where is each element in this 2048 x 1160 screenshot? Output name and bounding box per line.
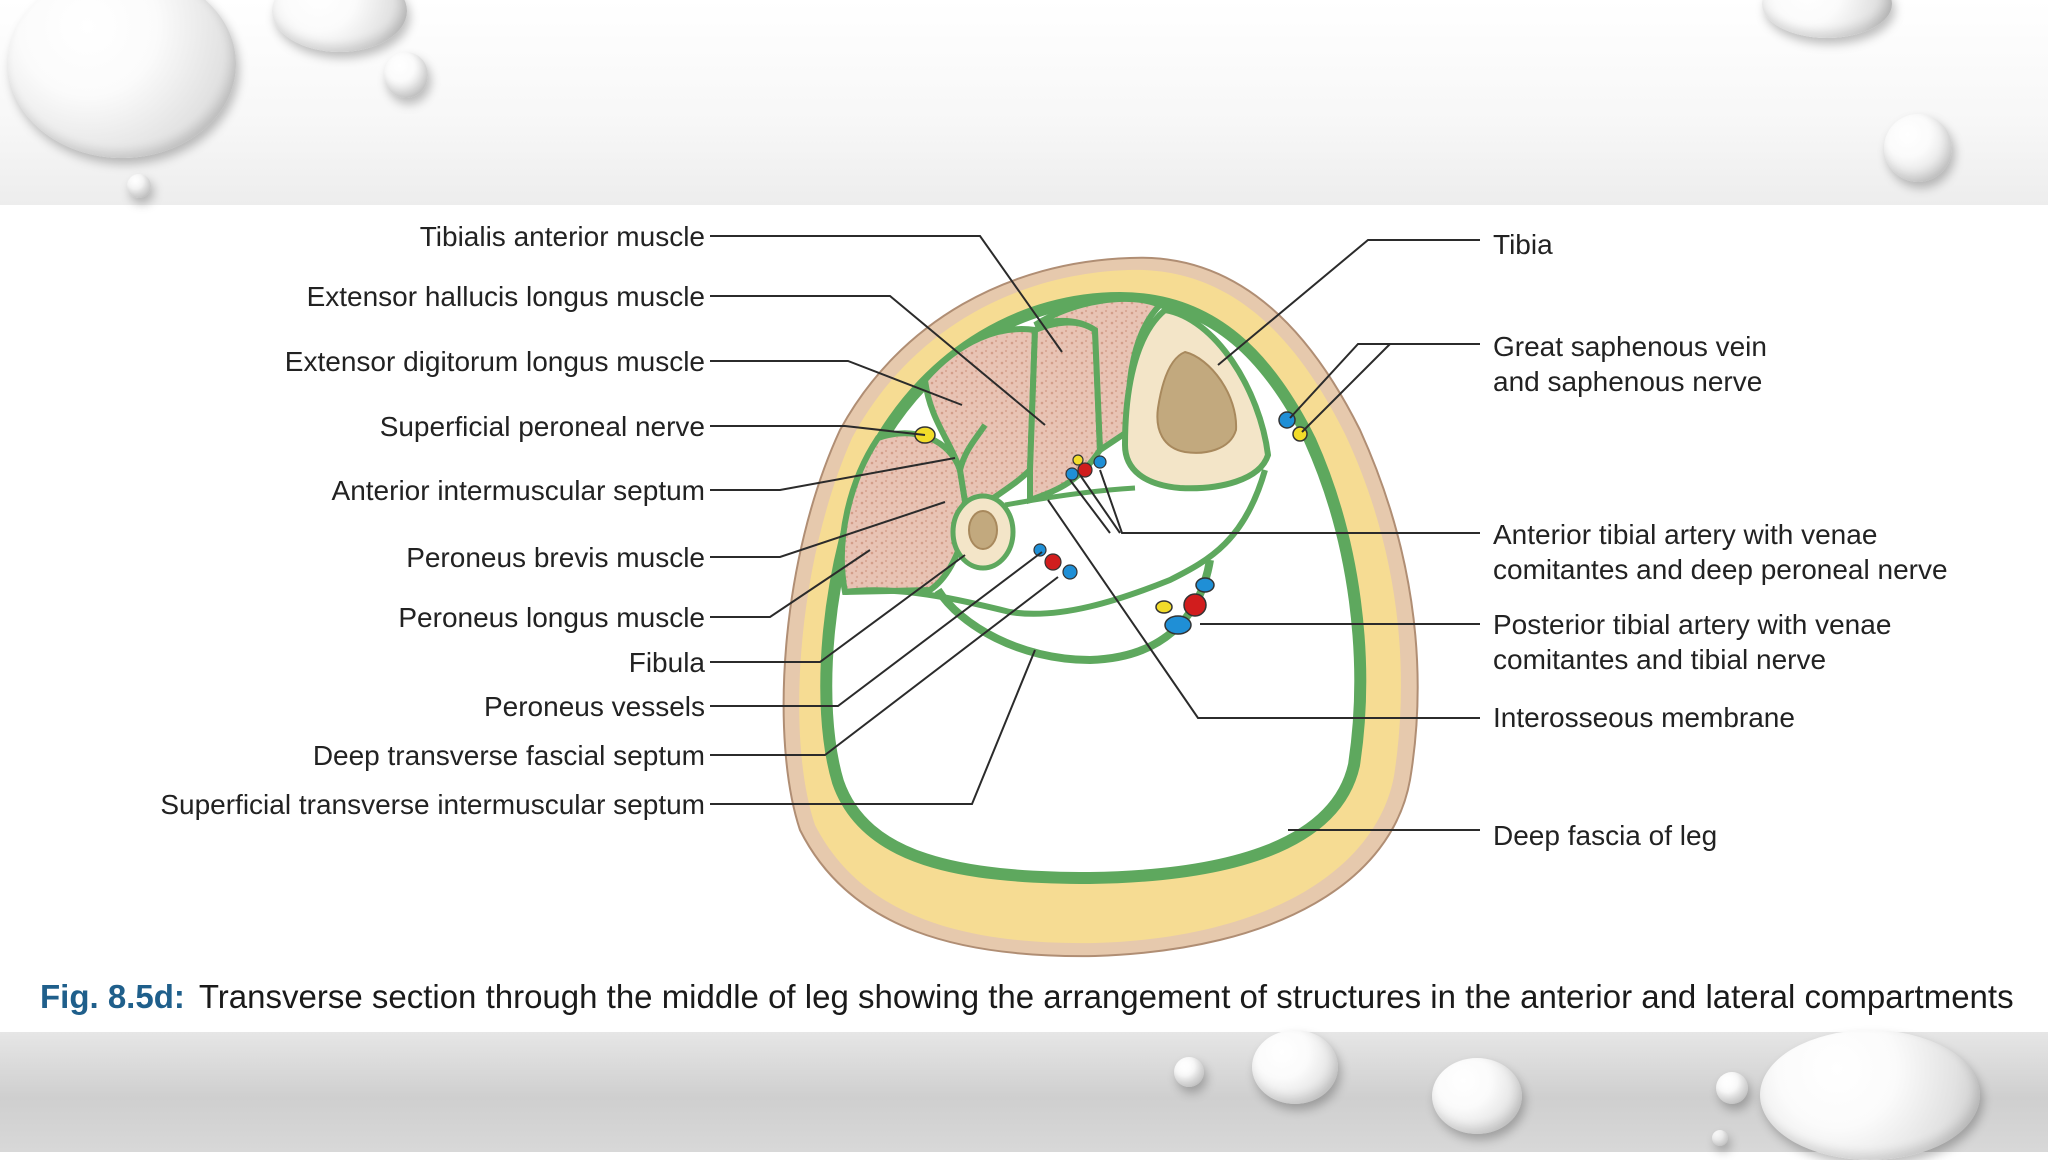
label-superficial-transverse-intermuscular-septum: Superficial transverse intermuscular sep…: [160, 789, 705, 820]
label-deep-transverse-fascial-septum: Deep transverse fascial septum: [313, 740, 705, 771]
posterior-compartment-outline: [844, 469, 1268, 617]
water-drop-icon: [1712, 1130, 1728, 1146]
caption-text: Transverse section through the middle of…: [198, 978, 2014, 1015]
posterior-tibial-vein-mark: [1164, 615, 1192, 635]
water-drop-icon: [384, 52, 428, 98]
label-peroneus-vessels: Peroneus vessels: [484, 691, 705, 722]
label-tibia: Tibia: [1493, 229, 1553, 260]
anterior-tibial-artery-mark: [1077, 462, 1093, 478]
label-extensor-digitorum-longus: Extensor digitorum longus muscle: [285, 346, 705, 377]
label-peroneus-longus: Peroneus longus muscle: [398, 602, 705, 633]
peroneal-artery-mark: [1044, 553, 1062, 571]
label-anterior-tibial-artery: Anterior tibial artery with venae: [1493, 519, 1877, 550]
deep-peroneal-nerve-mark: [1072, 454, 1084, 466]
tibia-marrow: [1156, 350, 1238, 454]
water-drop-icon: [1884, 114, 1952, 182]
caption-figure-number: Fig. 8.5d:: [40, 978, 185, 1015]
label-peroneus-brevis: Peroneus brevis muscle: [406, 542, 705, 573]
label-tibialis-anterior: Tibialis anterior muscle: [420, 221, 705, 252]
label-saphenous-nerve: and saphenous nerve: [1493, 366, 1762, 397]
label-extensor-hallucis-longus: Extensor hallucis longus muscle: [307, 281, 705, 312]
figure-caption: Fig. 8.5d: Transverse section through the…: [40, 978, 2048, 1022]
water-drop-icon: [1252, 1030, 1338, 1104]
extensor-digitorum-longus-region: [921, 326, 1039, 527]
label-tibial-nerve: comitantes and tibial nerve: [1493, 644, 1826, 675]
label-superficial-peroneal-nerve: Superficial peroneal nerve: [380, 411, 705, 442]
interosseous-membrane-line: [1004, 485, 1136, 508]
water-drop-icon: [1760, 1030, 1980, 1160]
posterior-tibial-artery-mark: [1183, 593, 1207, 617]
water-drop-icon: [127, 174, 151, 198]
label-posterior-tibial-artery: Posterior tibial artery with venae: [1493, 609, 1891, 640]
posterior-tibial-vein-mark: [1195, 577, 1215, 593]
water-drop-icon: [1432, 1058, 1522, 1134]
label-fibula: Fibula: [629, 647, 706, 678]
label-deep-fascia-of-leg: Deep fascia of leg: [1493, 820, 1717, 851]
fibula-marrow: [968, 510, 998, 550]
anterior-intermuscular-septum: [957, 423, 988, 471]
tibial-nerve-mark: [1155, 600, 1173, 614]
label-interosseous-membrane: Interosseous membrane: [1493, 702, 1795, 733]
label-deep-peroneal-nerve: comitantes and deep peroneal nerve: [1493, 554, 1948, 585]
peroneal-vessel-mark: [1062, 564, 1078, 580]
peroneal-vessel-mark: [1033, 543, 1047, 557]
water-drop-icon: [1716, 1072, 1748, 1104]
bottom-background-band: [0, 1032, 2048, 1152]
label-great-saphenous-vein: Great saphenous vein: [1493, 331, 1767, 362]
left-leader-lines: [710, 235, 1063, 805]
label-anterior-intermuscular-septum: Anterior intermuscular septum: [332, 475, 705, 506]
right-leader-lines: [1047, 239, 1480, 831]
anterior-tibial-vein-mark: [1065, 467, 1079, 481]
water-drop-icon: [8, 0, 236, 158]
water-drop-icon: [1174, 1057, 1204, 1087]
anterior-tibial-vein-mark: [1093, 455, 1107, 469]
